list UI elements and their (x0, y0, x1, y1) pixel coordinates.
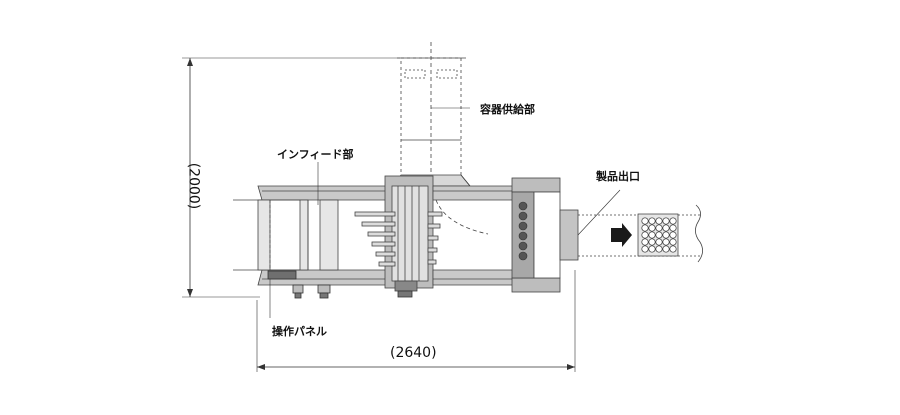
infeed-label: インフィード部 (277, 148, 354, 161)
product-rows (518, 201, 528, 261)
product-tray (637, 213, 679, 257)
product-outlet-leader (577, 189, 621, 236)
height-dimension-label: (2000) (185, 162, 202, 210)
container-supply-label: 容器供給部 (480, 103, 535, 116)
container-supply-unit (392, 42, 471, 187)
press-block (384, 175, 434, 292)
product-outlet-label: 製品出口 (596, 170, 640, 183)
packing-unit (511, 177, 579, 293)
control-panel-unit (267, 270, 413, 299)
width-dimension-line (256, 270, 576, 372)
main-conveyor (432, 185, 516, 286)
width-dimension-label: (2640) (390, 345, 437, 361)
control-panel-label: 操作パネル (272, 325, 327, 338)
flow-arrow-icon (611, 223, 632, 247)
height-dimension-line (182, 57, 400, 298)
pusher-bars (354, 211, 443, 267)
